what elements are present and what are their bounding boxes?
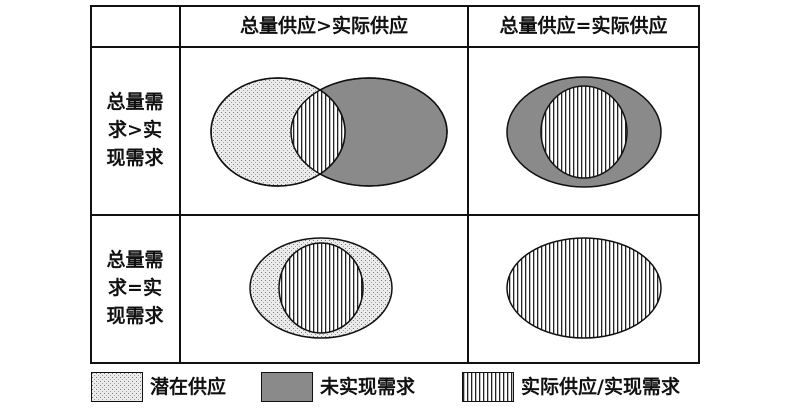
row-label-line: 总量需 <box>106 91 164 113</box>
row-label-demand-greater: 总量需 求>实 现需求 <box>91 88 179 172</box>
diagram-cell-bottom-left <box>249 237 393 339</box>
legend-label-potential-supply: 潜在供应 <box>150 376 227 398</box>
legend-label-actual-supply: 实际供应/实现需求 <box>521 376 680 398</box>
actual-supply-circle <box>278 242 364 334</box>
row-label-demand-equal: 总量需 求=实 现需求 <box>91 246 179 330</box>
table-border-col-divider-1 <box>179 5 181 364</box>
table-border-header-bottom <box>90 46 700 48</box>
legend-label-unmet-demand: 未实现需求 <box>320 376 416 398</box>
actual-supply-ellipse <box>506 237 662 339</box>
table-border-bottom <box>90 362 700 364</box>
unmet-demand-outline <box>290 77 448 187</box>
diagram-cell-top-right <box>506 76 662 188</box>
row-label-line: 总量需 <box>106 249 164 271</box>
table-border-row-divider <box>90 214 700 216</box>
table-border-col-divider-2 <box>467 5 469 364</box>
row-label-line: 求=实 <box>108 277 162 299</box>
diagram-cell-top-left <box>210 77 448 187</box>
column-header-supply-greater: 总量供应>实际供应 <box>240 15 408 37</box>
row-label-line: 现需求 <box>106 305 164 327</box>
actual-supply-overlap <box>291 78 345 186</box>
diagram-cell-bottom-right <box>506 237 662 339</box>
legend-swatch-striped <box>462 372 514 402</box>
row-label-line: 求>实 <box>108 119 162 141</box>
column-header-supply-equal: 总量供应=实际供应 <box>499 15 668 37</box>
potential-supply-outline <box>210 77 346 187</box>
legend-swatch-gray <box>261 372 313 402</box>
table-border-right <box>698 5 700 364</box>
table-border-left <box>90 5 92 364</box>
legend-swatch-dotted <box>91 372 143 402</box>
actual-supply-circle <box>540 85 628 179</box>
row-label-line: 现需求 <box>106 147 164 169</box>
table-border-top <box>90 5 700 7</box>
